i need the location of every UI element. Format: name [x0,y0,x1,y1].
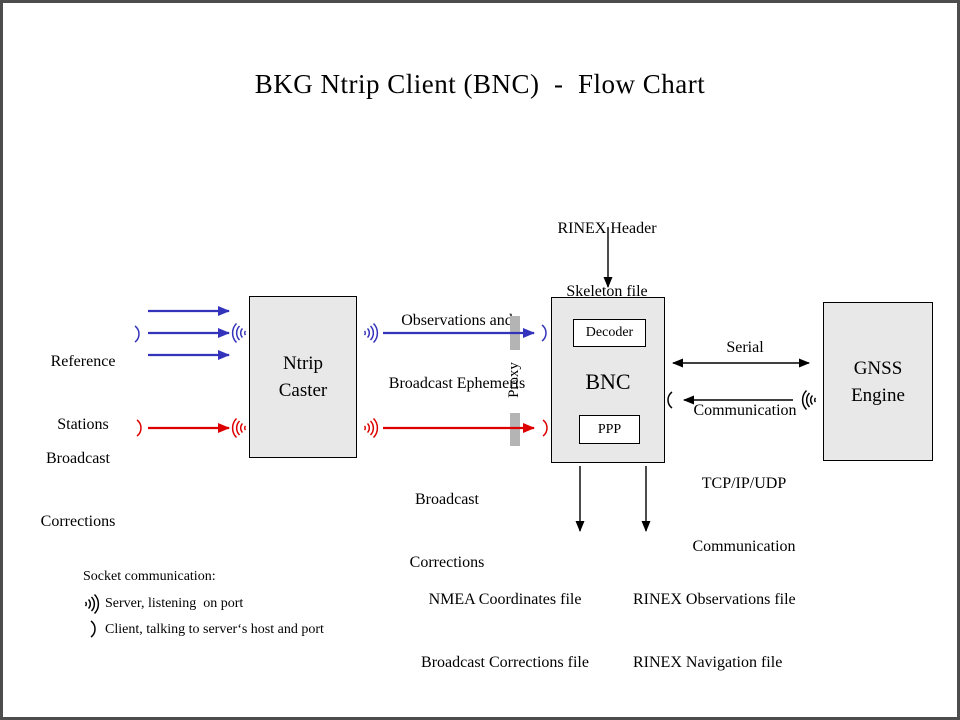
broadcast-corrections-left-line2: Corrections [40,513,116,530]
gnss-label-line1: GNSS [853,357,903,379]
nmea-output-line1: NMEA Coordinates file [428,591,582,608]
label-rinex-header-skeleton: RINEX Header Skeleton file [537,176,677,344]
decoder-label: Decoder [585,325,634,340]
label-observations-ephemeris: Observations and Broadcast Ephemeris [366,268,548,436]
broadcast-corrections-left-line1: Broadcast [46,450,110,467]
node-ppp: PPP [579,415,640,444]
rinex-header-line1: RINEX Header [557,220,657,237]
arc-icon [667,391,673,409]
label-reference-stations: Reference Stations [23,309,143,477]
label-nmea-output-files: NMEA Coordinates file Broadcast Correcti… [395,547,615,715]
ntrip-caster-label-line2: Caster [278,380,328,401]
broadcast-corrections-mid-line1: Broadcast [415,491,479,508]
gnss-label-line2: Engine [851,384,905,406]
node-decoder: Decoder [573,319,646,347]
serial-comm-line1: Serial [726,339,764,356]
observations-line1: Observations and [401,312,513,329]
legend-client-text: Client, talking to server‘s host and por… [105,622,324,637]
reference-stations-line2: Stations [57,416,109,433]
node-gnss-engine: GNSS Engine [823,302,933,461]
broadcast-corrections-mid-line2: Corrections [409,554,485,571]
bnc-label: BNC [585,369,631,394]
legend-server-text: Server, listening on port [105,596,244,611]
radio-waves-icon [231,417,247,439]
tcp-comm-line2: Communication [692,538,796,555]
rinex-output-line2: RINEX Navigation file [633,654,783,671]
ntrip-caster-label-line1: Ntrip [282,353,324,374]
page-title: BKG Ntrip Client (BNC) - Flow Chart [254,69,706,99]
label-rinex-output-files: RINEX Observations file RINEX Navigation… [633,547,843,715]
reference-stations-line1: Reference [50,353,116,370]
legend-title: Socket communication: [83,569,216,584]
label-broadcast-corrections-mid: Broadcast Corrections [387,447,507,615]
label-serial-communication: Serial Communication [675,295,815,463]
arc-icon [90,620,96,638]
serial-comm-line2: Communication [693,402,797,419]
proxy-label: Proxy [506,362,522,398]
label-broadcast-corrections-left: Broadcast Corrections [18,406,138,574]
nmea-output-line2: Broadcast Corrections file [421,654,589,671]
ppp-label: PPP [597,421,622,437]
tcp-comm-line1: TCP/IP/UDP [701,475,787,492]
rinex-header-line2: Skeleton file [566,283,648,300]
radio-waves-icon [231,322,247,344]
node-ntrip-caster: Ntrip Caster [249,296,357,458]
label-tcp-communication: TCP/IP/UDP Communication [674,431,814,599]
radio-waves-icon [84,593,100,615]
rinex-output-line1: RINEX Observations file [633,591,796,608]
observations-line2: Broadcast Ephemeris [388,375,526,392]
